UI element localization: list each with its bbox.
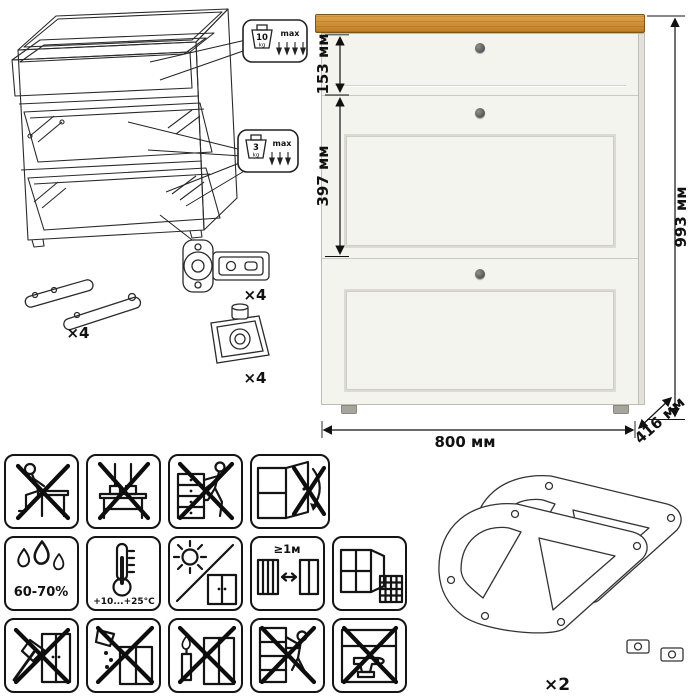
dim-line-416 [637, 397, 673, 429]
cabinet-product-view: 153 мм 397 мм 993 мм 800 мм 416 мм [315, 0, 700, 452]
dim-width-label: 800 мм [434, 433, 495, 451]
hinge-qty-label: ×4 [243, 286, 266, 304]
pictogram-no-child-climbing [250, 618, 325, 693]
weight-value-flap: 3 [253, 143, 259, 153]
pictogram-no-sitting [4, 454, 79, 529]
pictogram-no-standing [86, 454, 161, 529]
care-pictogram-grid: 60-70% +10...+25°С [4, 454, 416, 696]
dim-extension-ticks [321, 15, 685, 438]
cabinet-bottom-flap [322, 259, 638, 404]
pictogram-ventilation [332, 536, 407, 611]
pictogram-no-sharp-impact [4, 618, 79, 693]
top-drawer-knob [475, 43, 485, 53]
cabinet-wood-top [315, 14, 645, 33]
cabinet-body [321, 33, 639, 405]
cabinet-top-drawer [322, 34, 638, 96]
dim-flap-label: 397 мм [315, 145, 332, 206]
weight-unit-flap: kg [253, 153, 260, 159]
callout-leader-lines [127, 39, 247, 251]
frame-fittings [626, 639, 684, 662]
load-direction-arrows [269, 152, 291, 166]
dim-depth-label: 416 мм [631, 393, 688, 447]
bottom-flap-knob [475, 269, 485, 279]
dimension-annotations: 153 мм 397 мм 993 мм 800 мм 416 мм [315, 15, 690, 451]
pictogram-humidity-range: 60-70% [4, 536, 79, 611]
middle-flap-knob [475, 108, 485, 118]
middle-flap-panel [344, 134, 616, 248]
weight-max-label-flap: max [273, 139, 293, 148]
weight-value-top: 10 [256, 33, 268, 43]
pictogram-heater-distance: ≥1м [250, 536, 325, 611]
hinge-icon: ×4 [182, 239, 270, 304]
mount-plate-icon: ×4 [210, 303, 270, 387]
mount-plate-qty-label: ×4 [243, 369, 266, 387]
pictogram-avoid-sunlight [168, 536, 243, 611]
weight-icon [251, 24, 273, 49]
side-frame-front [438, 502, 648, 634]
weight-limit-badge-flap: 3 kg max [237, 129, 299, 173]
side-frame-parts-drawing: ×2 [438, 474, 684, 695]
lid-stay-icon: ×4 [24, 279, 142, 342]
pictogram-no-open-flame [168, 618, 243, 693]
dim-top-drawer-label: 153 мм [315, 33, 332, 94]
weight-icon [245, 134, 267, 159]
pictogram-no-climbing [168, 454, 243, 529]
weight-limit-badge-top-drawer: 10 kg max [242, 19, 308, 63]
humidity-range-label: 60-70% [14, 585, 69, 600]
heater-distance-label: ≥1м [273, 542, 300, 556]
cabinet-foot-right [613, 405, 629, 414]
bottom-flap-panel [344, 289, 616, 392]
load-direction-arrows [276, 42, 306, 56]
cabinet-middle-flap [322, 96, 638, 259]
pictogram-no-door-hanging [250, 454, 330, 529]
dim-total-height-label: 993 мм [672, 186, 690, 247]
pictogram-no-heavy-load [332, 618, 407, 693]
technical-drawing-panel: 10 kg max 3 kg max [11, 8, 308, 387]
drawer-groove [334, 85, 626, 86]
cabinet-foot-left [341, 405, 357, 414]
temperature-range-label: +10...+25°С [93, 597, 155, 607]
side-frame-qty-label: ×2 [544, 675, 570, 695]
pictogram-temperature-range: +10...+25°С [86, 536, 161, 611]
lid-stay-qty-label: ×4 [66, 324, 89, 342]
pictogram-no-liquids [86, 618, 161, 693]
weight-max-label-top: max [281, 29, 301, 38]
weight-unit-top: kg [259, 43, 266, 49]
cabinet-wireframe-drawing [11, 8, 238, 248]
